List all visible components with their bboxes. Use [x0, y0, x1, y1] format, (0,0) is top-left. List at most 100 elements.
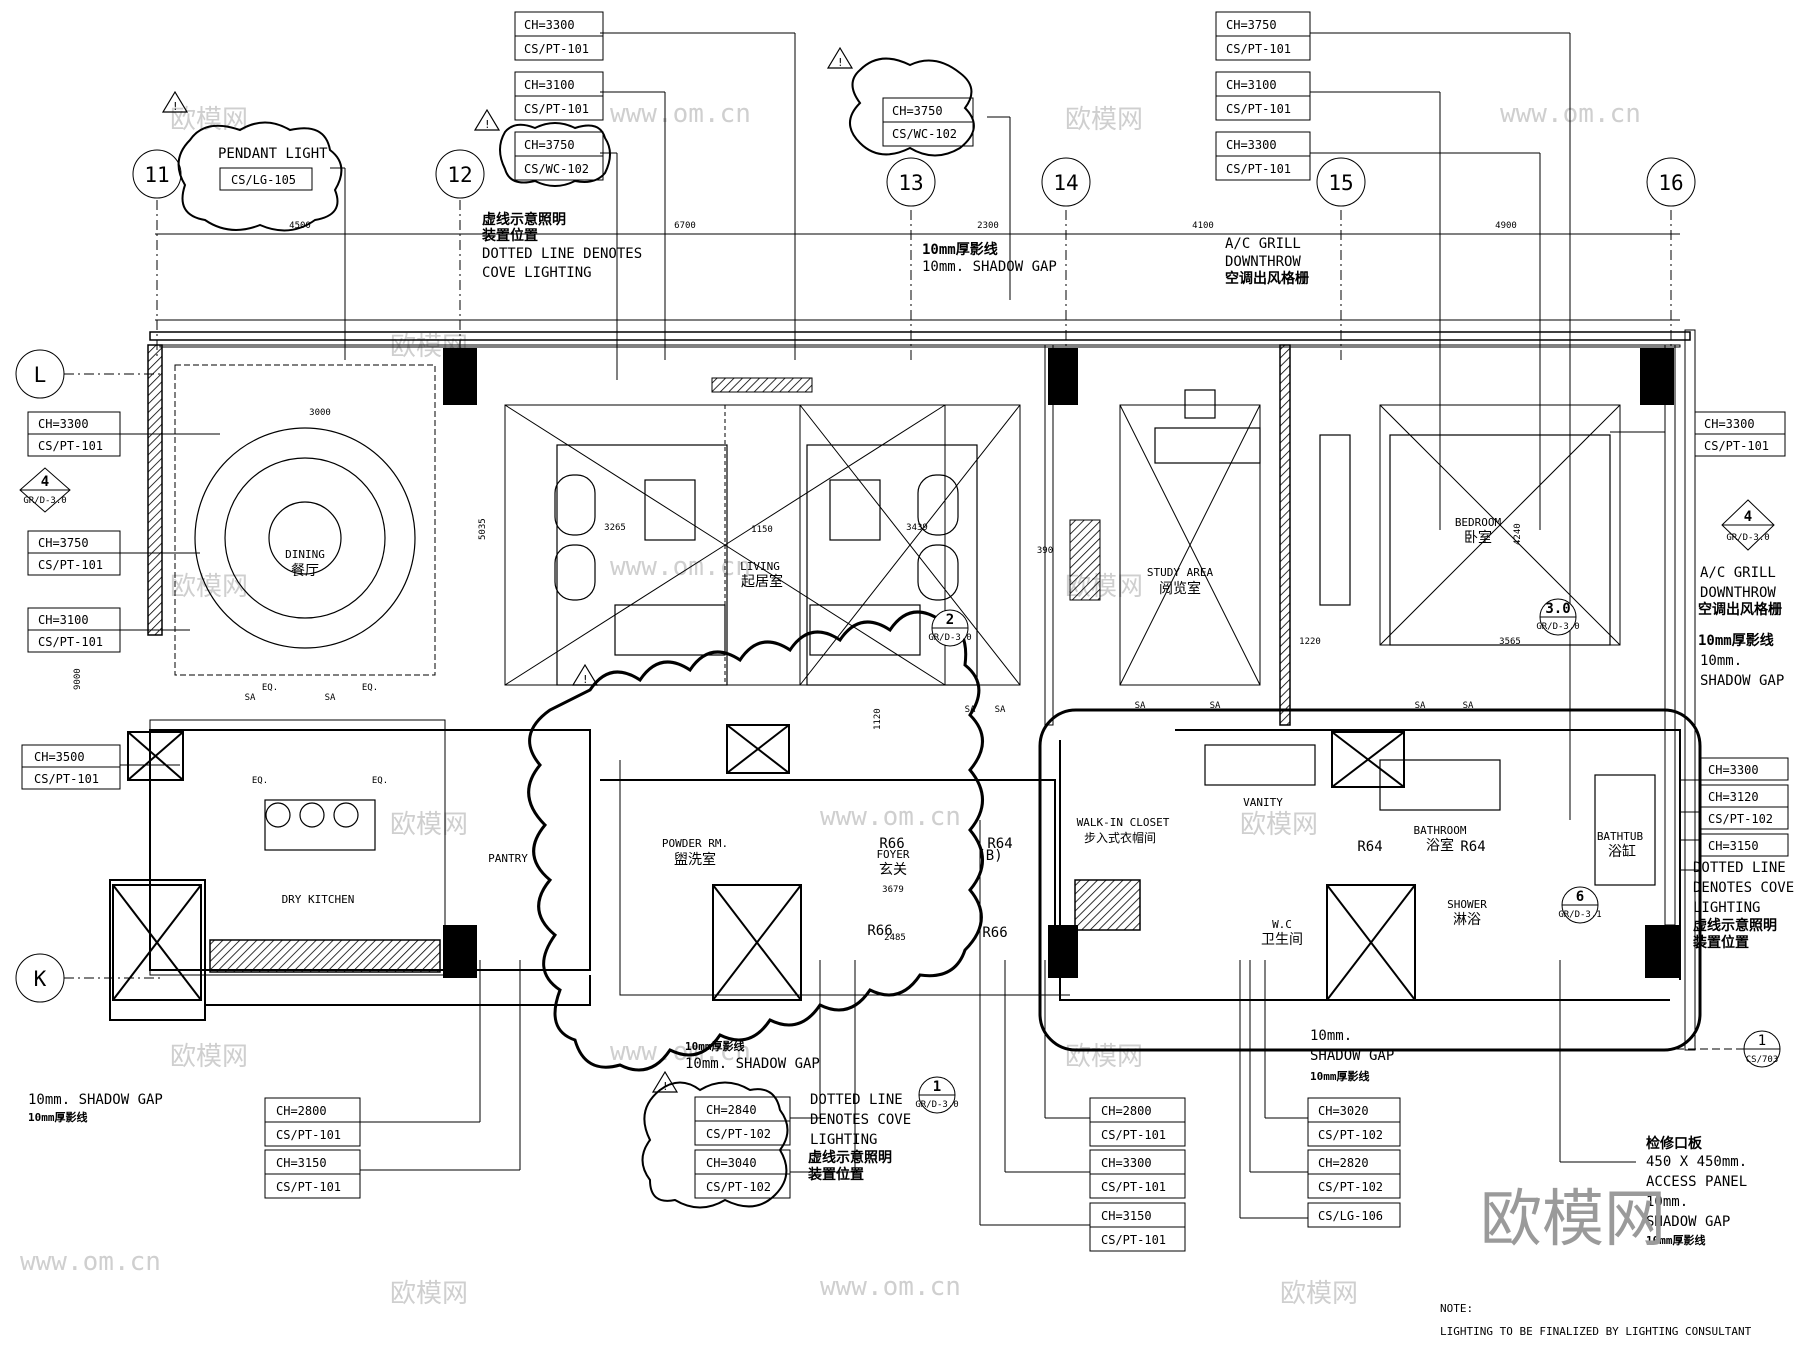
room-vanity: VANITY [1243, 796, 1283, 809]
svg-text:GR/D-3.0: GR/D-3.0 [915, 1100, 958, 1110]
note-dotted-bc-cn: 虚线示意照明 [808, 1149, 892, 1166]
svg-text:CH=3020: CH=3020 [1318, 1104, 1369, 1118]
note-dotted-right: LIGHTING [1693, 900, 1760, 916]
svg-text:CS/PT-101: CS/PT-101 [1101, 1180, 1166, 1194]
grid-bubble-K: K [15, 953, 65, 1003]
furniture [194, 389, 1656, 886]
room-powder: POWDER RM. [662, 837, 728, 850]
svg-text:1150: 1150 [751, 525, 773, 535]
svg-text:CS/703: CS/703 [1746, 1055, 1779, 1065]
svg-text:CH=3150: CH=3150 [1101, 1209, 1152, 1223]
svg-text:3265: 3265 [604, 523, 626, 533]
note-body: LIGHTING TO BE FINALIZED BY LIGHTING CON… [1440, 1325, 1752, 1338]
svg-text:CS/WC-102: CS/WC-102 [892, 127, 957, 141]
svg-text:SA: SA [1463, 701, 1474, 711]
svg-text:390: 390 [1037, 546, 1053, 556]
svg-text:CH=3100: CH=3100 [1226, 78, 1277, 92]
tag: CH=3040 CS/PT-102 [694, 1149, 791, 1199]
svg-text:(B): (B) [977, 848, 1002, 864]
room-shower-cn: 淋浴 [1453, 912, 1481, 928]
svg-text:3679: 3679 [882, 885, 904, 895]
room-labels: DINING 餐厅 LIVING 起居室 STUDY AREA 阅览室 BEDR… [282, 516, 1644, 948]
svg-text:CS/LG-106: CS/LG-106 [1318, 1209, 1383, 1223]
note-access: ACCESS PANEL [1646, 1174, 1747, 1190]
tag: CH=3120 CS/PT-102 [1699, 784, 1789, 830]
dimension-text: 4500 [289, 221, 311, 231]
room-bedroom-cn: 卧室 [1464, 529, 1492, 546]
svg-text:SA: SA [325, 693, 336, 703]
tag: CH=3150 CS/PT-101 [1089, 1202, 1186, 1252]
svg-text:GR/D-3.0: GR/D-3.0 [1726, 533, 1769, 543]
note-shadow-bl-cn: 10mm厚影线 [28, 1110, 88, 1124]
svg-text:!: ! [662, 1080, 669, 1093]
room-foyer-cn: 玄关 [879, 861, 907, 878]
note-shadow-bc-cn: 10mm厚影线 [685, 1039, 745, 1053]
watermark: www.om.cn [20, 1247, 161, 1277]
note-dotted-bc: LIGHTING [810, 1132, 877, 1148]
svg-text:!: ! [484, 118, 491, 131]
svg-text:GR/D-3.0: GR/D-3.0 [928, 633, 971, 643]
watermark: www.om.cn [610, 552, 751, 582]
svg-text:EQ.: EQ. [252, 776, 268, 786]
room-bedroom: BEDROOM [1455, 516, 1502, 529]
revision-clouds [527, 610, 1702, 1072]
section-marker-1: 1 GR/D-3.0 [915, 1076, 959, 1114]
watermark: www.om.cn [610, 99, 751, 129]
pendant-light-label: PENDANT LIGHT [218, 146, 328, 162]
room-shower: SHOWER [1447, 898, 1487, 911]
dimension-text: 4100 [1192, 221, 1214, 231]
ceiling-panels [174, 364, 1621, 686]
room-living-cn: 起居室 [741, 573, 783, 590]
svg-text:GR/D-3.0: GR/D-3.0 [23, 496, 66, 506]
svg-text:R66: R66 [982, 925, 1007, 941]
svg-text:CS/PT-101: CS/PT-101 [38, 439, 103, 453]
note-access: 450 X 450mm. [1646, 1154, 1747, 1170]
tag: CH=3300 CS/PT-101 [27, 411, 121, 457]
room-study: STUDY AREA [1147, 566, 1214, 579]
service-boxes [112, 724, 1416, 1001]
dimension-text: 6700 [674, 221, 696, 231]
note-dotted-bc: DENOTES COVE [810, 1112, 911, 1128]
tag: CH=3020 CS/PT-102 [1307, 1097, 1401, 1147]
svg-text:R64: R64 [1460, 839, 1485, 855]
note-access-cn: 10mm厚影线 [1646, 1233, 1706, 1247]
svg-text:R66: R66 [867, 923, 892, 939]
watermark: www.om.cn [820, 802, 961, 832]
section-marker-6: 6 GR/D-3.1 [1558, 886, 1602, 924]
svg-text:CS/PT-101: CS/PT-101 [38, 558, 103, 572]
svg-text:2485: 2485 [884, 933, 906, 943]
tag: CH=3300 CS/PT-101 [1089, 1149, 1186, 1199]
svg-text:CS/PT-101: CS/PT-101 [276, 1180, 341, 1194]
svg-text:CS/PT-101: CS/PT-101 [1226, 162, 1291, 176]
room-wc-cn: 卫生间 [1261, 932, 1303, 948]
tag: CH=3750 CS/WC-102 [882, 97, 974, 147]
svg-text:13: 13 [898, 171, 923, 195]
svg-text:1220: 1220 [1299, 637, 1321, 647]
note-shadow-cn: 10mm厚影线 [922, 241, 998, 258]
note-dotted-en: COVE LIGHTING [482, 265, 592, 281]
svg-text:CH=3300: CH=3300 [1101, 1156, 1152, 1170]
svg-text:SA: SA [995, 705, 1006, 715]
note-dotted-right: DOTTED LINE [1693, 860, 1786, 876]
room-foyer: FOYER [876, 848, 909, 861]
tag: CH=3100 CS/PT-101 [514, 71, 604, 121]
watermark: 欧模网 [170, 1042, 248, 1072]
svg-text:4: 4 [41, 474, 49, 490]
room-closet: WALK-IN CLOSET [1077, 816, 1170, 829]
room-bathroom-cn: 浴室 [1426, 837, 1454, 854]
note-shadow-en: 10mm. SHADOW GAP [922, 259, 1057, 275]
svg-text:CS/PT-101: CS/PT-101 [524, 42, 589, 56]
svg-text:3439: 3439 [906, 523, 928, 533]
svg-text:CH=3150: CH=3150 [276, 1156, 327, 1170]
grid-bubble-15: 15 [1316, 157, 1366, 207]
note-title: NOTE: [1440, 1302, 1473, 1315]
svg-text:CH=3300: CH=3300 [1704, 417, 1755, 431]
tag: CH=3300 CS/PT-101 [1215, 131, 1311, 181]
note-ac-cn: 空调出风格栅 [1225, 270, 1309, 287]
note-ac-right: A/C GRILL [1700, 565, 1776, 581]
note-shadow-br-cn: 10mm厚影线 [1310, 1069, 1370, 1083]
room-dining-cn: 餐厅 [291, 563, 319, 579]
watermark: 欧模网 [170, 105, 248, 135]
section-marker-left: 4 GR/D-3.0 [19, 467, 71, 513]
watermark: 欧模网 [390, 810, 468, 840]
